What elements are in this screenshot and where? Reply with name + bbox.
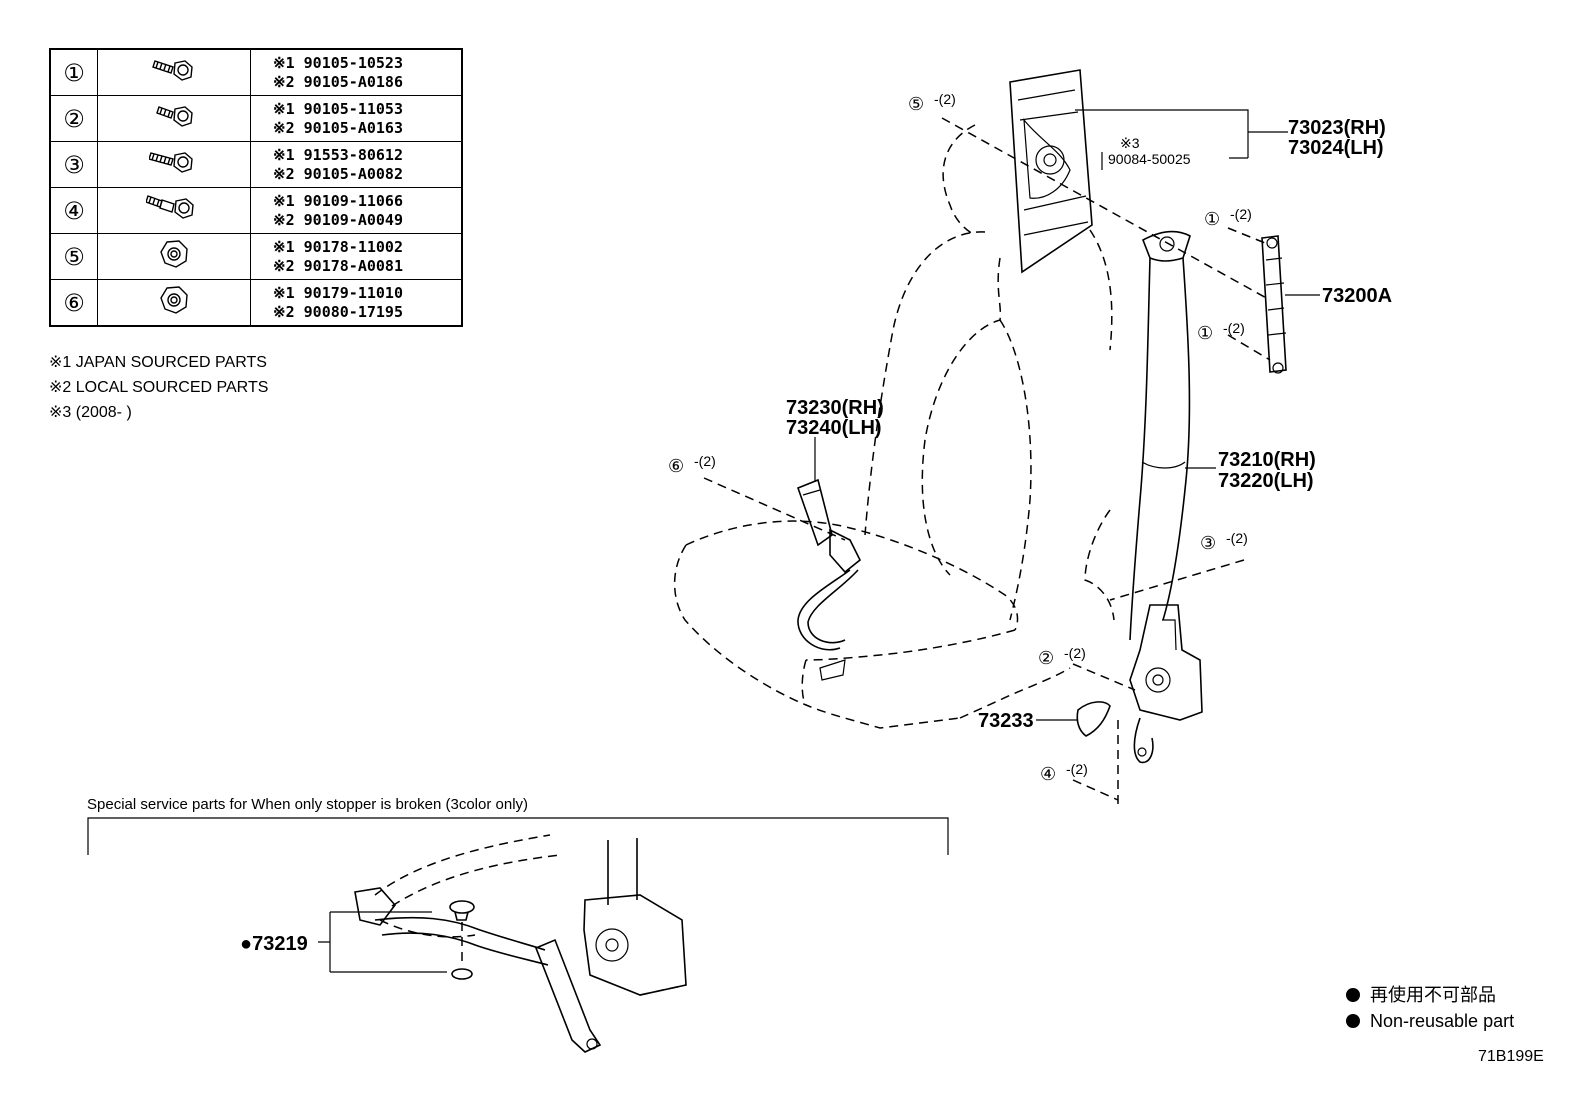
part-number-japan: ※1 90105-11053 bbox=[273, 99, 403, 118]
part-number-japan: ※1 90179-11010 bbox=[273, 283, 403, 302]
fastener-number: ③ bbox=[49, 141, 98, 188]
table-row: ③ ※1 91553-80612※2 90105-A0082 bbox=[49, 141, 463, 188]
fastener-table: ① ※1 90105-10523※2 90105-A0186 ② ※1 9010… bbox=[49, 48, 463, 327]
callout-number: ⑥ bbox=[668, 456, 684, 476]
legend-text: Non-reusable part bbox=[1370, 1011, 1515, 1031]
legend-item-japanese: 再使用不可部品 bbox=[1346, 982, 1514, 1008]
part-number-japan: ※1 90109-11066 bbox=[273, 191, 403, 210]
callout-4: ④ -(2) bbox=[1040, 761, 1088, 784]
callout-6: ⑥ -(2) bbox=[668, 453, 716, 476]
special-service-box bbox=[87, 817, 949, 855]
callout-number: ③ bbox=[1200, 533, 1216, 553]
part-numbers: ※1 90178-11002※2 90178-A0081 bbox=[250, 233, 463, 280]
part-label-73230: 73230(RH) bbox=[786, 397, 884, 419]
note-local-sourced: ※2 LOCAL SOURCED PARTS bbox=[49, 379, 269, 396]
part-number-local: ※2 90178-A0081 bbox=[273, 256, 403, 275]
table-row: ④ ※1 90109-11066※2 90109-A0049 bbox=[49, 187, 463, 234]
legend-text: 再使用不可部品 bbox=[1370, 985, 1496, 1005]
diagram-code: 71B199E bbox=[1478, 1048, 1544, 1065]
fastener-number: ① bbox=[49, 48, 98, 96]
part-label-73233: 73233 bbox=[978, 710, 1034, 732]
seat-belt-buckle bbox=[796, 478, 862, 681]
callout-quantity: -(2) bbox=[1066, 761, 1088, 777]
callout-leaders bbox=[814, 109, 1320, 721]
seat-cushion bbox=[673, 520, 1071, 729]
callout-number: ① bbox=[1204, 209, 1220, 229]
part-label-73200a: 73200A bbox=[1322, 285, 1392, 307]
stepped-bolt-icon bbox=[97, 187, 251, 234]
callout-number: ⑤ bbox=[908, 94, 924, 114]
callout-quantity: -(2) bbox=[934, 91, 956, 107]
nut-icon bbox=[97, 233, 251, 280]
table-row: ② ※1 90105-11053※2 90105-A0163 bbox=[49, 95, 463, 142]
part-label-73219: ●73219 bbox=[240, 933, 308, 955]
fastener-number: ⑤ bbox=[49, 233, 98, 280]
table-row: ⑥ ※1 90179-11010※2 90080-17195 bbox=[49, 279, 463, 327]
table-row: ① ※1 90105-10523※2 90105-A0186 bbox=[49, 48, 463, 96]
part-label-73024: 73024(LH) bbox=[1288, 137, 1384, 159]
callout-quantity: -(2) bbox=[1223, 320, 1245, 336]
callout-quantity: -(2) bbox=[1064, 645, 1086, 661]
part-number-local: ※2 90105-A0186 bbox=[273, 72, 403, 91]
legend: 再使用不可部品 Non-reusable part bbox=[1346, 982, 1514, 1034]
part-label-73240: 73240(LH) bbox=[786, 417, 882, 439]
fastener-number: ④ bbox=[49, 187, 98, 234]
part-number-japan: ※1 90178-11002 bbox=[273, 237, 403, 256]
pillar-garnish bbox=[1009, 69, 1093, 274]
callout-quantity: -(2) bbox=[1230, 206, 1252, 222]
source-notes: ※1 JAPAN SOURCED PARTS ※2 LOCAL SOURCED … bbox=[49, 350, 268, 425]
bolt-icon bbox=[97, 95, 251, 142]
special-service-title: Special service parts for When only stop… bbox=[87, 796, 529, 813]
bolt-icon bbox=[97, 48, 251, 96]
note-japan-sourced: ※1 JAPAN SOURCED PARTS bbox=[49, 354, 267, 371]
callout-number: ② bbox=[1038, 648, 1054, 668]
part-number-japan: ※1 91553-80612 bbox=[273, 145, 403, 164]
fastener-number: ⑥ bbox=[49, 279, 98, 327]
part-number-local: ※2 90105-A0082 bbox=[273, 164, 403, 183]
part-label-73210: 73210(RH) bbox=[1218, 449, 1316, 471]
callout-quantity: -(2) bbox=[1226, 530, 1248, 546]
table-row: ⑤ ※1 90178-11002※2 90178-A0081 bbox=[49, 233, 463, 280]
part-label-73220: 73220(LH) bbox=[1218, 470, 1314, 492]
part-numbers: ※1 90179-11010※2 90080-17195 bbox=[250, 279, 463, 327]
part-number-local: ※2 90105-A0163 bbox=[273, 118, 403, 137]
part-label-73023: 73023(RH) bbox=[1288, 117, 1386, 139]
callout-quantity: -(2) bbox=[694, 453, 716, 469]
part-number-local: ※2 90109-A0049 bbox=[273, 210, 403, 229]
nut-icon bbox=[97, 279, 251, 327]
shoulder-belt-adjuster bbox=[1261, 235, 1287, 374]
callout-2: ② -(2) bbox=[1038, 645, 1086, 668]
note-date-range: ※3 (2008- ) bbox=[49, 404, 132, 421]
part-numbers: ※1 91553-80612※2 90105-A0082 bbox=[250, 141, 463, 188]
part-label-90084: 90084-50025 bbox=[1108, 151, 1191, 167]
bullet-dot-icon bbox=[1346, 988, 1360, 1002]
part-number-local: ※2 90080-17195 bbox=[273, 302, 403, 321]
note-marker-3: ※3 bbox=[1120, 135, 1140, 151]
part-number-japan: ※1 90105-10523 bbox=[273, 53, 403, 72]
callout-3: ③ -(2) bbox=[1200, 530, 1248, 553]
part-numbers: ※1 90105-11053※2 90105-A0163 bbox=[250, 95, 463, 142]
callout-5: ⑤ -(2) bbox=[908, 91, 956, 114]
stopper-inset-drawing bbox=[318, 834, 687, 1053]
callout-1-bottom: ① -(2) bbox=[1197, 320, 1245, 343]
callout-1-top: ① -(2) bbox=[1204, 206, 1252, 229]
part-numbers: ※1 90105-10523※2 90105-A0186 bbox=[250, 48, 463, 96]
retractor-cover bbox=[1076, 701, 1111, 737]
bullet-dot-icon bbox=[1346, 1014, 1360, 1028]
retractor bbox=[1129, 604, 1203, 764]
part-numbers: ※1 90109-11066※2 90109-A0049 bbox=[250, 187, 463, 234]
seat-back bbox=[864, 124, 1115, 621]
callout-number: ① bbox=[1197, 323, 1213, 343]
legend-item-english: Non-reusable part bbox=[1346, 1008, 1514, 1034]
callout-number: ④ bbox=[1040, 764, 1056, 784]
leader-lines bbox=[703, 117, 1271, 808]
bolt-icon bbox=[97, 141, 251, 188]
